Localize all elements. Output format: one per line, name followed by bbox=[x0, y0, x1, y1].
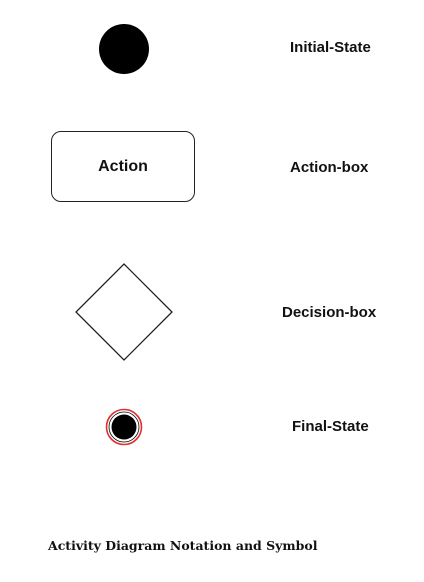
initial-state-label: Initial-State bbox=[290, 39, 371, 56]
final-state-symbol bbox=[105, 408, 143, 446]
decision-box-label: Decision-box bbox=[282, 304, 377, 321]
figure-caption: Activity Diagram Notation and Symbol bbox=[48, 538, 318, 553]
action-box-label: Action-box bbox=[290, 159, 369, 176]
action-box-text: Action bbox=[98, 157, 148, 175]
action-box-symbol: Action bbox=[51, 131, 195, 202]
decision-box-symbol bbox=[75, 263, 173, 361]
final-state-label: Final-State bbox=[292, 418, 369, 435]
initial-state-symbol bbox=[99, 24, 149, 74]
